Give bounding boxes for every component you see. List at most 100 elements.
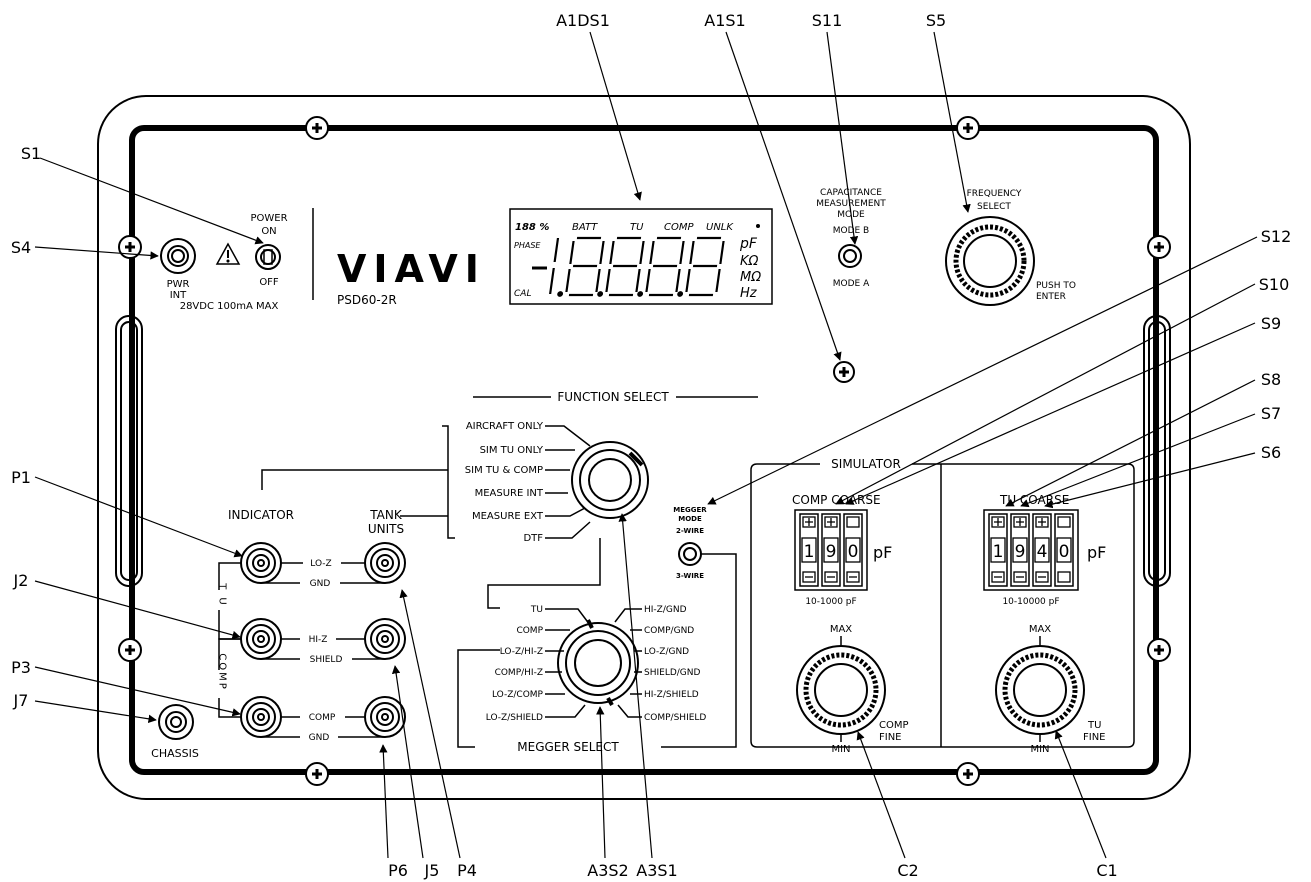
bnc-connector-p4[interactable] [364, 542, 406, 584]
function-option: MEASURE EXT [472, 511, 544, 522]
brand-logo: VIAVI [337, 247, 486, 291]
callout-p3: P3 [11, 658, 31, 677]
mode-a-label: MODE A [833, 279, 870, 289]
callout-p1: P1 [11, 468, 31, 487]
tu-coarse-digit: 4 [1037, 542, 1048, 562]
power-toggle-switch[interactable] [255, 244, 281, 270]
gnd-label-2: GND [309, 733, 330, 743]
lcd-unit-pf: pF [739, 236, 758, 252]
int-label: INT [170, 290, 187, 301]
comp-coarse-thumbwheel [794, 509, 868, 591]
megger-option: COMP/HI-Z [495, 668, 543, 678]
comp-fine-label-2: FINE [879, 732, 902, 743]
lcd-display: 188 % BATT TU COMP UNLK PHASE CAL [509, 208, 773, 305]
callout-s10: S10 [1259, 275, 1290, 294]
tu-vertical-label: TU [217, 582, 228, 612]
lcd-phase: PHASE [514, 241, 541, 250]
indicator-label: INDICATOR [228, 508, 294, 522]
megger-select-frame [457, 538, 737, 748]
screw-icon [956, 762, 980, 786]
enter-label: ENTER [1036, 292, 1066, 302]
megger-mode-title-1: MEGGER [673, 506, 707, 514]
simulator-frame [750, 463, 1135, 748]
bnc-connector-j2[interactable] [240, 618, 282, 660]
comp-fine-knob[interactable] [796, 645, 886, 735]
callout-s11: S11 [812, 11, 843, 30]
callout-s8: S8 [1261, 370, 1281, 389]
frequency-title-1: FREQUENCY [967, 189, 1022, 199]
tu-max-label: MAX [1029, 624, 1051, 635]
frequency-select-knob[interactable] [945, 216, 1035, 306]
megger-option: COMP [516, 626, 543, 636]
function-option: SIM TU ONLY [480, 445, 544, 456]
screw-icon [118, 638, 142, 662]
tu-coarse-label: TU COARSE [999, 493, 1069, 507]
callout-s4: S4 [11, 238, 31, 257]
comp-vertical-label: COMP [217, 653, 228, 691]
callout-a1ds1: A1DS1 [556, 11, 610, 30]
screw-icon [1147, 638, 1171, 662]
megger-option: SHIELD/GND [644, 668, 701, 678]
callout-j7: J7 [13, 691, 29, 710]
bnc-connector-p3[interactable] [240, 696, 282, 738]
tu-coarse-thumbwheel [983, 509, 1079, 591]
megger-option: TU [530, 605, 543, 615]
screw-icon [305, 762, 329, 786]
megger-select-knob[interactable] [557, 619, 639, 706]
megger-mode-title-2: MODE [678, 515, 702, 523]
megger-option: HI-Z/SHIELD [644, 690, 699, 700]
comp-coarse-decrement-buttons[interactable] [802, 571, 860, 583]
power-label: POWER [250, 213, 287, 224]
hi-z-label: HI-Z [309, 635, 328, 645]
megger-option: COMP/GND [644, 626, 694, 636]
tu-fine-knob[interactable] [995, 645, 1085, 735]
warning-triangle-icon [215, 242, 241, 265]
megger-select-title: MEGGER SELECT [517, 740, 619, 754]
frequency-title-2: SELECT [977, 202, 1011, 212]
function-option: DTF [523, 533, 543, 544]
callout-leader-lines [34, 31, 1258, 859]
tu-coarse-increment-buttons[interactable] [991, 516, 1071, 528]
callout-c2: C2 [897, 861, 918, 880]
lcd-digits [549, 236, 725, 297]
bnc-connector-p1[interactable] [240, 542, 282, 584]
mode-title-2: MEASUREMENT [816, 199, 886, 209]
lcd-dot [756, 224, 760, 228]
callout-s6: S6 [1261, 443, 1281, 462]
panel-screws [118, 116, 1171, 786]
connector-wires [218, 562, 385, 738]
function-option: SIM TU & COMP [465, 465, 543, 476]
bnc-connector-j5[interactable] [364, 618, 406, 660]
comp-coarse-digit: 0 [848, 542, 859, 562]
lcd-unit-kohm: KΩ [740, 254, 759, 269]
power-on-label: ON [261, 226, 276, 237]
callout-labels: A1DS1 A1S1 S11 S5 S1 S4 S12 S10 S9 S8 S7… [11, 11, 1291, 880]
comp-max-label: MAX [830, 624, 852, 635]
mode-toggle-switch[interactable] [838, 244, 862, 268]
callout-a3s2: A3S2 [587, 861, 628, 880]
tank-label: TANK [369, 508, 403, 522]
bnc-connector-p6[interactable] [364, 696, 406, 738]
tu-coarse-digit-windows [990, 537, 1072, 563]
gnd-label-1: GND [310, 579, 331, 589]
power-rating-label: 28VDC 100mA MAX [180, 301, 279, 312]
megger-select-leader-lines [545, 608, 642, 718]
callout-j5: J5 [424, 861, 440, 880]
three-wire-label: 3-WIRE [676, 572, 704, 580]
callout-s5: S5 [926, 11, 946, 30]
mode-b-label: MODE B [833, 226, 870, 236]
lcd-unit-mohm: MΩ [740, 270, 761, 285]
callout-a1s1: A1S1 [704, 11, 745, 30]
tu-fine-label-2: FINE [1083, 732, 1106, 743]
function-select-knob[interactable] [571, 441, 649, 519]
callout-s7: S7 [1261, 404, 1281, 423]
comp-coarse-increment-buttons[interactable] [802, 516, 860, 528]
tu-fine-label-1: TU [1087, 720, 1101, 731]
comp-coarse-digit: 1 [804, 542, 815, 562]
shield-label: SHIELD [310, 655, 343, 665]
tu-coarse-decrement-buttons[interactable] [991, 571, 1071, 583]
screw-icon [956, 116, 980, 140]
function-select-option-list: AIRCRAFT ONLY SIM TU ONLY SIM TU & COMP … [465, 421, 544, 544]
megger-mode-toggle[interactable] [678, 542, 702, 566]
